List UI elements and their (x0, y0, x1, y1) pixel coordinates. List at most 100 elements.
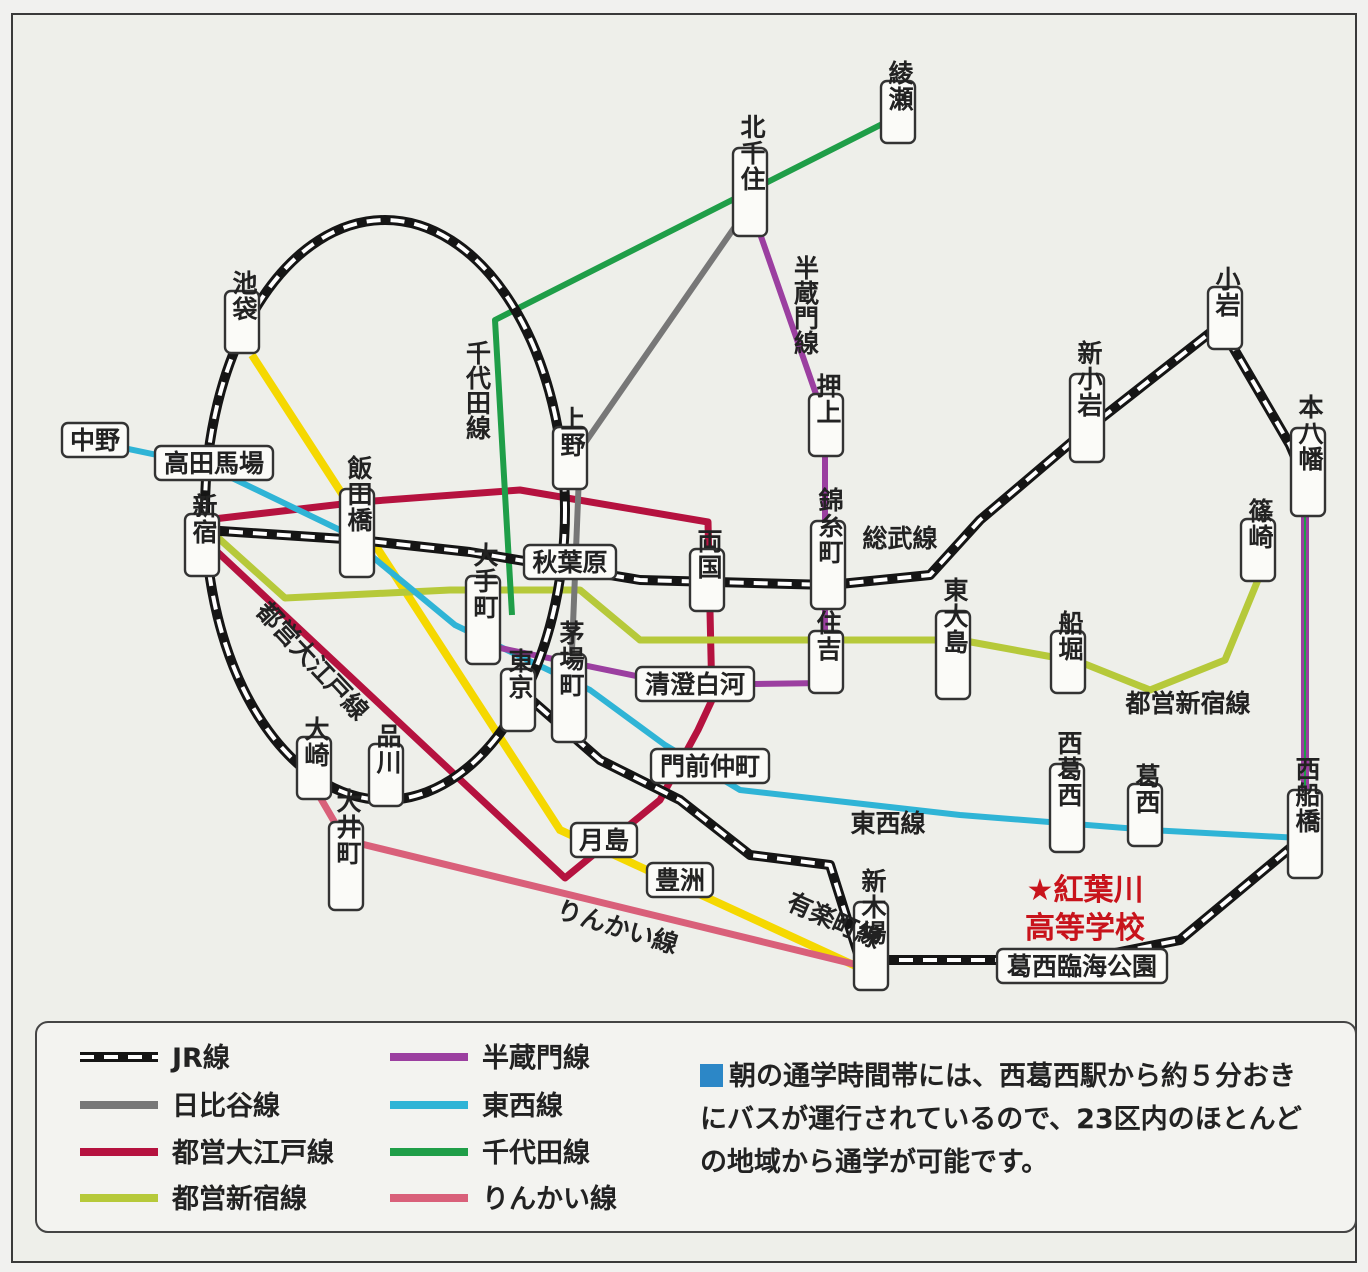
station-label: 中野 (70, 426, 120, 455)
station-box (688, 547, 726, 613)
station-ikebukuro: 池袋 (223, 270, 261, 355)
station-label: 池袋 (229, 270, 259, 322)
legend-label: 都営新宿線 (171, 1183, 307, 1215)
station-box (522, 543, 618, 581)
station-box (569, 821, 639, 859)
station-label: 茅場町 (556, 620, 585, 698)
station-label: 綾瀬 (885, 59, 914, 112)
station-box (223, 289, 261, 355)
station-box (464, 574, 502, 666)
station-label: 西葛西 (1054, 730, 1083, 808)
line-label-shinjuku: 都営新宿線 (1124, 689, 1250, 718)
station-funabori: 船堀 (1049, 610, 1087, 695)
oedo-line (201, 486, 716, 882)
station-box (367, 742, 405, 808)
station-toyosu: 豊洲 (645, 861, 715, 899)
station-box (1289, 426, 1327, 518)
station-kasairinkai: 葛西臨海公園 (995, 947, 1169, 985)
station-shinkoiwa: 新小岩 (1068, 339, 1106, 464)
legend-item-shinjuku: 都営新宿線 (80, 1183, 307, 1215)
station-box (60, 421, 130, 459)
line-label-tozai: 東西線 (850, 809, 925, 838)
station-label: 上野 (557, 406, 586, 458)
station-label: 北千住 (737, 114, 766, 192)
station-box (934, 609, 972, 701)
station-label: 東大島 (940, 577, 969, 655)
station-box (1126, 782, 1164, 848)
school-name-line1: ★紅葉川 (1027, 873, 1144, 908)
station-label: 新宿 (189, 492, 218, 545)
station-label: 葛西臨海公園 (1007, 952, 1157, 981)
station-label: 飯田橋 (344, 454, 374, 533)
station-box (1206, 285, 1244, 351)
station-tsukishima: 月島 (569, 821, 639, 859)
legend-item-hanzomon: 半蔵門線 (390, 1042, 590, 1074)
station-otemachi: 大手町 (464, 542, 502, 666)
station-nakano: 中野 (60, 421, 130, 459)
station-label: 錦糸町 (815, 486, 844, 565)
station-label: 秋葉原 (532, 548, 607, 577)
station-label: 住吉 (813, 609, 842, 662)
station-label: 大手町 (470, 542, 499, 620)
station-sumiyoshi: 住吉 (807, 609, 845, 695)
station-box (807, 392, 845, 458)
station-box (183, 512, 221, 578)
station-label: 清澄白河 (645, 670, 745, 699)
station-label: 押上 (813, 373, 842, 425)
station-label: 本八幡 (1295, 394, 1324, 472)
station-box (153, 444, 275, 482)
station-box (550, 652, 588, 744)
station-box (327, 820, 365, 912)
station-box (852, 900, 890, 992)
station-kiyosumi: 清澄白河 (634, 665, 756, 703)
station-oshiage: 押上 (807, 373, 845, 458)
station-box (1048, 762, 1086, 854)
station-higashiojima: 東大島 (934, 577, 972, 701)
station-box (809, 519, 847, 611)
school-name-line2: 高等学校 (1025, 911, 1145, 946)
station-label: 新小岩 (1074, 339, 1104, 418)
legend-label: りんかい線 (482, 1183, 617, 1215)
station-box (499, 667, 537, 733)
station-label: 門前仲町 (660, 752, 760, 781)
station-shinkiba: 新木場 (852, 867, 890, 992)
station-box (1286, 788, 1324, 880)
station-label: 品川 (373, 723, 402, 775)
line-label-chiyoda: 千代田線 (463, 340, 493, 441)
station-ueno: 上野 (551, 406, 589, 491)
station-kayabacho: 茅場町 (550, 620, 588, 744)
legend-item-tozai: 東西線 (390, 1090, 563, 1122)
legend-item-chiyoda: 千代田線 (390, 1137, 590, 1169)
station-shinjuku: 新宿 (183, 492, 221, 578)
station-box (1239, 517, 1277, 583)
legend-label: JR線 (170, 1042, 230, 1074)
legend-item-oedo: 都営大江戸線 (80, 1137, 334, 1169)
station-label: 東京 (505, 648, 534, 700)
station-shinagawa: 品川 (367, 723, 405, 808)
legend-box (35, 1021, 1357, 1233)
legend-label: 日比谷線 (172, 1090, 280, 1122)
station-label: 新木場 (858, 867, 888, 946)
station-label: 篠崎 (1245, 497, 1274, 550)
legend-label: 都営大江戸線 (171, 1137, 334, 1169)
station-label: 葛西 (1132, 763, 1161, 815)
station-monzen: 門前仲町 (649, 747, 771, 785)
station-nishikasai: 西葛西 (1048, 730, 1086, 854)
station-label: 船堀 (1055, 610, 1084, 662)
station-box (551, 425, 589, 491)
station-box (649, 747, 771, 785)
station-label: 大崎 (301, 716, 330, 768)
station-box (731, 146, 769, 238)
station-label: 月島 (578, 826, 629, 855)
station-label: 高田馬場 (164, 449, 264, 478)
station-takadanobaba: 高田馬場 (153, 444, 275, 482)
station-nishifunabashi: 西船橋 (1286, 756, 1324, 880)
station-label: 豊洲 (655, 866, 705, 895)
station-box (634, 665, 756, 703)
station-ayase: 綾瀬 (879, 59, 917, 145)
station-kinshicho: 錦糸町 (809, 486, 847, 611)
station-koiwa: 小岩 (1206, 266, 1244, 351)
line-label-hanzomon: 半蔵門線 (791, 255, 820, 356)
line-label-sobu: 総武線 (862, 524, 937, 553)
